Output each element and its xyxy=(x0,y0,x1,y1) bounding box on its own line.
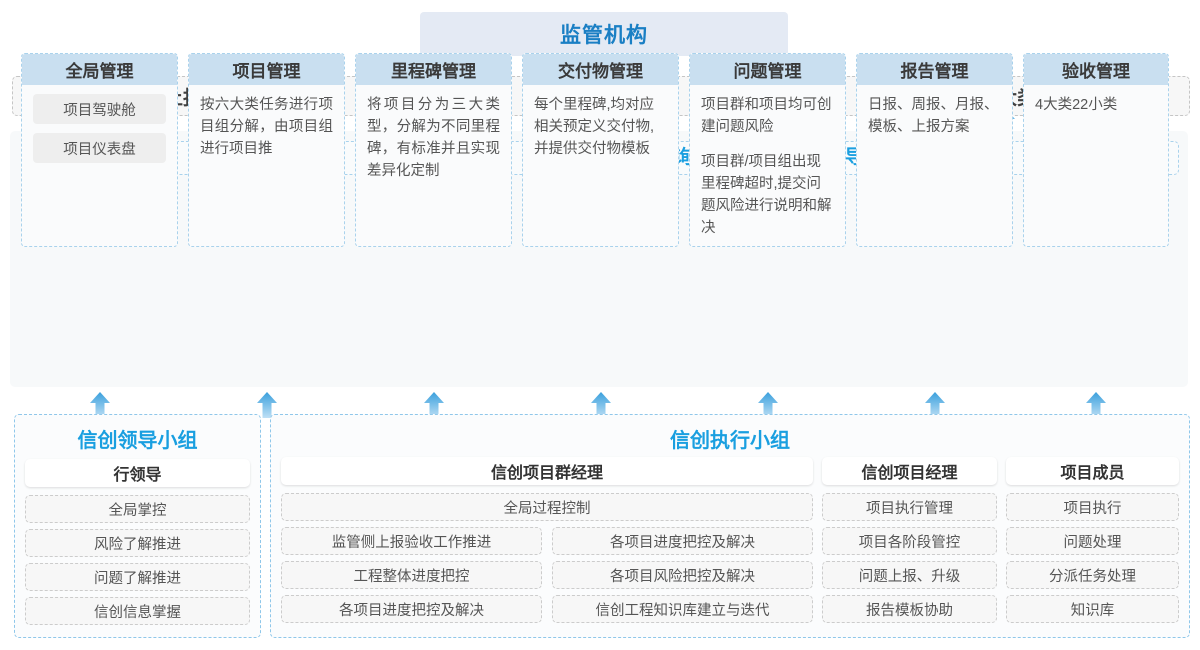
program-manager-left-duty-0[interactable]: 监管侧上报验收工作推进 xyxy=(281,527,542,555)
mgmt-card-text-4-0: 项目群和项目均可创建问题风险 xyxy=(701,97,832,135)
arrow-up-mgmt-6 xyxy=(1085,392,1107,418)
execution-group-panel: 信创执行小组 信创项目群经理 全局过程控制 监管侧上报验收工作推进 工程整体进度… xyxy=(270,414,1190,638)
program-manager-column: 信创项目群经理 全局过程控制 监管侧上报验收工作推进 工程整体进度把控 各项目进… xyxy=(281,457,813,623)
regulator-label: 监管机构 xyxy=(560,24,648,47)
project-member-duty-2[interactable]: 分派任务处理 xyxy=(1006,561,1179,589)
program-manager-duty-full[interactable]: 全局过程控制 xyxy=(281,493,813,521)
mgmt-card-text-3-0: 每个里程碑,均对应相关预定义交付物,并提供交付物模板 xyxy=(534,97,655,157)
project-member-duty-3[interactable]: 知识库 xyxy=(1006,595,1179,623)
project-member-column: 项目成员 项目执行 问题处理 分派任务处理 知识库 xyxy=(1006,457,1179,623)
mgmt-card-title-3: 交付物管理 xyxy=(523,54,678,85)
mgmt-card-4[interactable]: 问题管理 项目群和项目均可创建问题风险 项目群/项目组出现里程碑超时,提交问题风… xyxy=(689,53,846,247)
project-member-duty-1[interactable]: 问题处理 xyxy=(1006,527,1179,555)
project-member-role[interactable]: 项目成员 xyxy=(1006,457,1179,485)
project-manager-duty-2[interactable]: 问题上报、升级 xyxy=(822,561,997,589)
regulator-box: 监管机构 xyxy=(420,12,788,56)
leading-group-panel: 信创领导小组 行领导 全局掌控 风险了解推进 问题了解推进 信创信息掌握 xyxy=(14,414,261,638)
leading-group-duty-3[interactable]: 信创信息掌握 xyxy=(25,597,250,625)
program-manager-left-duty-2[interactable]: 各项目进度把控及解决 xyxy=(281,595,542,623)
project-manager-duty-1[interactable]: 项目各阶段管控 xyxy=(822,527,997,555)
program-manager-right-duty-1[interactable]: 各项目风险把控及解决 xyxy=(552,561,813,589)
arrow-up-mgmt-3 xyxy=(590,392,612,418)
project-manager-duty-0[interactable]: 项目执行管理 xyxy=(822,493,997,521)
project-manager-role[interactable]: 信创项目经理 xyxy=(822,457,997,485)
arrow-up-mgmt-5 xyxy=(924,392,946,418)
mgmt-card-title-5: 报告管理 xyxy=(857,54,1012,85)
mgmt-card-3[interactable]: 交付物管理 每个里程碑,均对应相关预定义交付物,并提供交付物模板 xyxy=(522,53,679,247)
mgmt-card-title-1: 项目管理 xyxy=(189,54,344,85)
leading-group-role[interactable]: 行领导 xyxy=(25,459,250,487)
program-manager-left-duty-1[interactable]: 工程整体进度把控 xyxy=(281,561,542,589)
mgmt-card-5[interactable]: 报告管理 日报、周报、月报、模板、上报方案 xyxy=(856,53,1013,247)
mgmt-card-text-1-0: 按六大类任务进行项目组分解，由项目组进行项目推 xyxy=(200,97,333,157)
project-member-duty-0[interactable]: 项目执行 xyxy=(1006,493,1179,521)
arrow-up-mgmt-0 xyxy=(89,392,111,418)
mgmt-card-text-6-0: 4大类22小类 xyxy=(1035,97,1118,113)
mgmt-card-title-4: 问题管理 xyxy=(690,54,845,85)
mgmt-card-2[interactable]: 里程碑管理 将项目分为三大类型，分解为不同里程碑，有标准并且实现差异化定制 xyxy=(355,53,512,247)
leading-group-duty-2[interactable]: 问题了解推进 xyxy=(25,563,250,591)
mgmt-chip-0-0[interactable]: 项目驾驶舱 xyxy=(33,94,166,124)
mgmt-card-0[interactable]: 全局管理 项目驾驶舱 项目仪表盘 xyxy=(21,53,178,247)
leading-group-duty-0[interactable]: 全局掌控 xyxy=(25,495,250,523)
project-manager-column: 信创项目经理 项目执行管理 项目各阶段管控 问题上报、升级 报告模板协助 xyxy=(822,457,997,623)
leading-group-duty-1[interactable]: 风险了解推进 xyxy=(25,529,250,557)
mgmt-card-1[interactable]: 项目管理 按六大类任务进行项目组分解，由项目组进行项目推 xyxy=(188,53,345,247)
program-manager-role[interactable]: 信创项目群经理 xyxy=(281,457,813,485)
mgmt-card-text-5-0: 日报、周报、月报、模板、上报方案 xyxy=(868,97,999,135)
arrow-up-mgmt-2 xyxy=(423,392,445,418)
mgmt-card-title-2: 里程碑管理 xyxy=(356,54,511,85)
arrow-up-mgmt-1 xyxy=(256,392,278,418)
mgmt-card-title-0: 全局管理 xyxy=(22,54,177,85)
mgmt-card-title-6: 验收管理 xyxy=(1024,54,1168,85)
program-manager-right-duty-0[interactable]: 各项目进度把控及解决 xyxy=(552,527,813,555)
mgmt-card-text-2-0: 将项目分为三大类型，分解为不同里程碑，有标准并且实现差异化定制 xyxy=(367,97,500,179)
project-manager-duty-3[interactable]: 报告模板协助 xyxy=(822,595,997,623)
arrow-up-mgmt-4 xyxy=(757,392,779,418)
mgmt-chip-0-1[interactable]: 项目仪表盘 xyxy=(33,133,166,163)
mgmt-card-text-4-1: 项目群/项目组出现里程碑超时,提交问题风险进行说明和解决 xyxy=(701,154,832,236)
leading-group-title: 信创领导小组 xyxy=(77,430,198,452)
mgmt-card-6[interactable]: 验收管理 4大类22小类 xyxy=(1023,53,1169,247)
program-manager-right-duty-2[interactable]: 信创工程知识库建立与迭代 xyxy=(552,595,813,623)
execution-group-title: 信创执行小组 xyxy=(670,430,790,452)
